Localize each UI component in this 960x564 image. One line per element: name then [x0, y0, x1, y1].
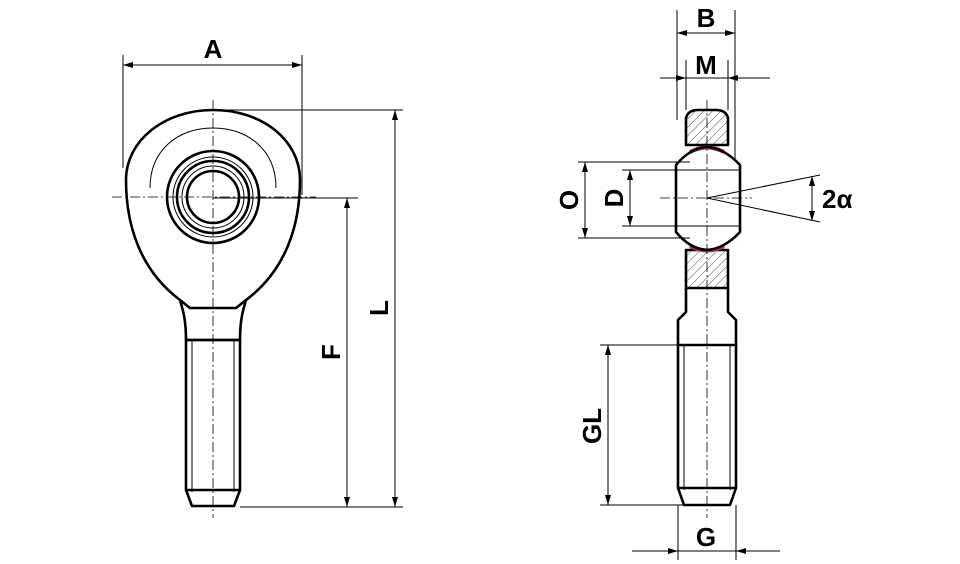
rod-end-head-outline — [124, 108, 302, 310]
side-body — [676, 288, 738, 345]
dimension-label-2alpha: 2α — [822, 184, 852, 214]
dimension-label-o: O — [554, 190, 584, 210]
dimension-label-gl: GL — [577, 408, 607, 444]
dimension-label-a: A — [204, 34, 223, 64]
angle-line-upper — [706, 174, 821, 199]
dimension-label-l: L — [364, 300, 394, 316]
dimension-label-d: D — [599, 189, 629, 208]
ball-inner-ring — [674, 145, 742, 252]
side-threaded-shank — [676, 343, 738, 490]
side-view: 2α B M O D GL G — [554, 3, 852, 560]
dimension-label-g: G — [696, 522, 716, 552]
shank-chamfer — [184, 489, 242, 508]
dimension-label-m: M — [695, 50, 717, 80]
front-view: A L F — [112, 34, 403, 518]
angle-line-lower — [706, 197, 821, 223]
dimension-label-b: B — [697, 3, 716, 33]
dimension-label-f: F — [316, 344, 346, 360]
